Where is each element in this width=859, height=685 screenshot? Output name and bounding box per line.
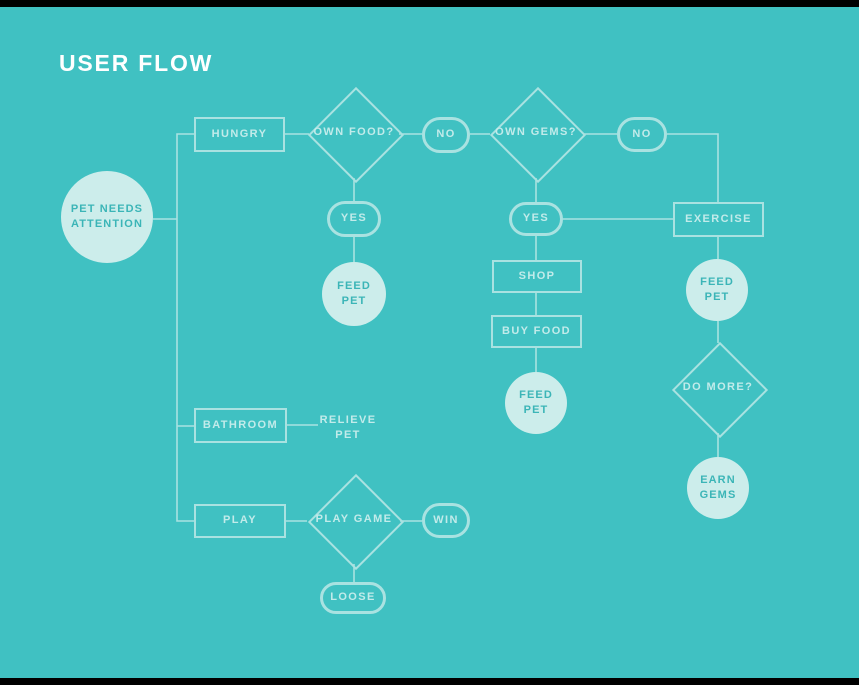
- node-shop: SHOP: [492, 260, 582, 293]
- node-pet-needs-attention: PET NEEDS ATTENTION: [61, 171, 153, 263]
- node-play: PLAY: [194, 504, 286, 538]
- node-yes-food: YES: [327, 201, 381, 237]
- node-yes-gems-label: YES: [522, 212, 550, 225]
- node-earn-gems: EARN GEMS: [687, 457, 749, 519]
- node-play-game-label: PLAY GAME: [315, 513, 393, 526]
- node-play-game: PLAY GAME: [307, 473, 405, 571]
- node-no-gems: NO: [617, 117, 667, 152]
- node-feed-pet-2: FEED PET: [505, 372, 567, 434]
- node-bathroom-label: BATHROOM: [202, 418, 279, 431]
- node-earn-gems-label: EARN GEMS: [699, 473, 737, 501]
- node-yes-gems: YES: [509, 202, 563, 236]
- node-feed-pet-1: FEED PET: [322, 262, 386, 326]
- node-yes-food-label: YES: [340, 212, 368, 225]
- node-own-gems-label: OWN GEMS?: [495, 126, 577, 139]
- node-feed-pet-1-label: FEED PET: [337, 279, 371, 307]
- node-own-food-label: OWN FOOD?: [313, 126, 395, 139]
- node-play-label: PLAY: [223, 514, 257, 527]
- node-relieve-pet: RELIEVE PET: [306, 412, 390, 444]
- node-win-label: WIN: [433, 513, 459, 526]
- node-own-gems: OWN GEMS?: [489, 86, 587, 184]
- node-hungry: HUNGRY: [194, 117, 285, 152]
- node-no-food-label: NO: [436, 128, 456, 141]
- node-feed-pet-2-label: FEED PET: [519, 388, 553, 416]
- node-pet-needs-attention-label: PET NEEDS ATTENTION: [70, 202, 144, 230]
- node-exercise-label: EXERCISE: [685, 212, 752, 225]
- node-no-gems-label: NO: [632, 127, 652, 140]
- node-buy-food-label: BUY FOOD: [501, 324, 572, 337]
- node-loose: LOOSE: [320, 582, 386, 614]
- node-shop-label: SHOP: [518, 269, 556, 282]
- node-feed-pet-3: FEED PET: [686, 259, 748, 321]
- node-exercise: EXERCISE: [673, 202, 764, 237]
- node-win: WIN: [422, 503, 470, 538]
- node-buy-food: BUY FOOD: [491, 315, 582, 348]
- node-own-food: OWN FOOD?: [307, 86, 405, 184]
- node-no-food: NO: [422, 117, 470, 153]
- node-loose-label: LOOSE: [330, 591, 376, 604]
- node-do-more: DO MORE?: [671, 341, 769, 439]
- node-hungry-label: HUNGRY: [211, 127, 268, 140]
- node-feed-pet-3-label: FEED PET: [700, 275, 734, 303]
- page-title: USER FLOW: [59, 50, 214, 76]
- node-bathroom: BATHROOM: [194, 408, 287, 443]
- node-relieve-pet-label: RELIEVE PET: [319, 413, 377, 441]
- node-do-more-label: DO MORE?: [682, 381, 754, 394]
